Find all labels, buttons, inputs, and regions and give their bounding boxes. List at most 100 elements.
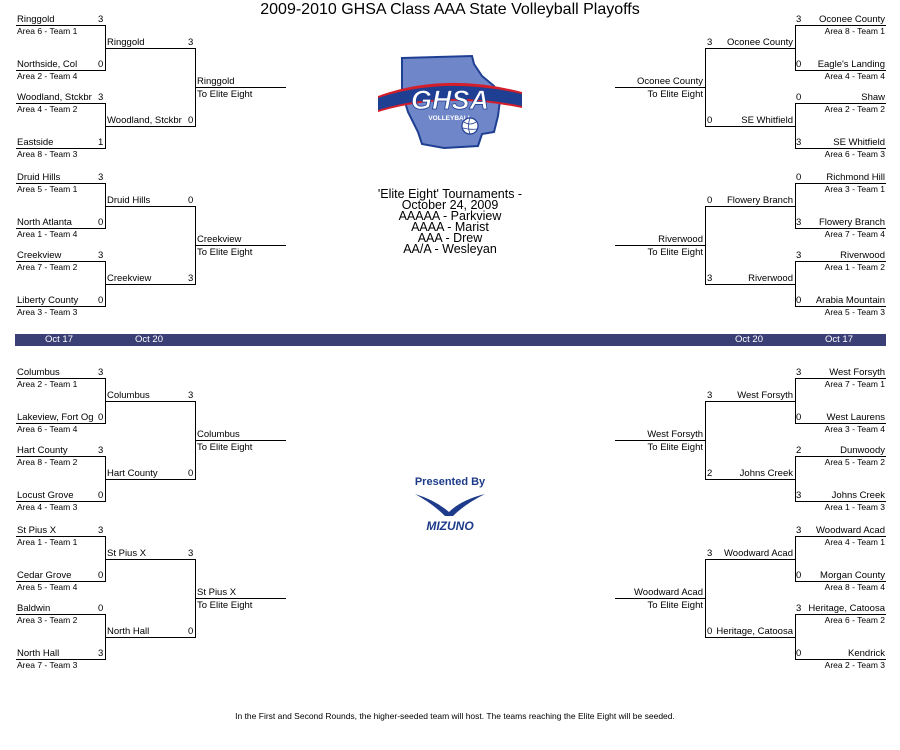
team-line — [795, 501, 886, 502]
area-seed: Area 6 - Team 1 — [17, 26, 78, 36]
to-elite-eight-label: To Elite Eight — [647, 441, 703, 453]
area-seed: Area 3 - Team 1 — [824, 184, 885, 194]
winner-line — [705, 125, 795, 127]
winner-line — [105, 558, 195, 560]
score: 3 — [796, 367, 802, 378]
team-line — [16, 183, 105, 184]
team-line — [795, 70, 886, 71]
bracket-connector — [795, 25, 796, 71]
info-line: AAAAA - Parkview — [398, 209, 502, 223]
winner-name: North Hall — [107, 625, 150, 637]
score: 3 — [98, 14, 104, 25]
team-line — [16, 261, 105, 262]
team-line — [16, 614, 105, 615]
final-line — [195, 439, 286, 441]
to-elite-eight-label: To Elite Eight — [197, 441, 253, 453]
bracket-connector — [795, 183, 796, 229]
winner-line — [705, 283, 795, 285]
team-line — [795, 25, 886, 26]
to-elite-eight-label: To Elite Eight — [647, 88, 703, 100]
info-line: AAA - Drew — [417, 231, 483, 245]
team-name: Columbus — [17, 367, 60, 378]
team-line — [795, 659, 886, 660]
team-name: Locust Grove — [17, 490, 74, 501]
team-name: Flowery Branch — [819, 217, 885, 228]
team-line — [795, 148, 886, 149]
winner-name: Woodward Acad — [723, 547, 793, 559]
winner-score: 0 — [188, 114, 194, 126]
team-line — [795, 183, 886, 184]
bracket-connector — [705, 400, 706, 480]
winner-name: Oconee County — [726, 36, 793, 48]
winner-score: 3 — [707, 36, 713, 48]
score: 3 — [98, 172, 104, 183]
score: 3 — [796, 490, 802, 501]
info-line: October 24, 2009 — [401, 198, 499, 212]
final-line — [615, 244, 705, 246]
elite-eight-qualifier: Woodward Acad — [633, 586, 703, 598]
area-seed: Area 7 - Team 4 — [824, 229, 885, 239]
area-seed: Area 3 - Team 3 — [17, 307, 78, 317]
left-round2-date: Oct 20 — [135, 334, 163, 345]
score: 0 — [98, 295, 104, 306]
team-name: West Laurens — [826, 412, 885, 423]
area-seed: Area 7 - Team 1 — [824, 379, 885, 389]
score: 3 — [98, 525, 104, 536]
team-line — [16, 228, 105, 229]
elite-eight-qualifier: Ringgold — [197, 75, 235, 87]
elite-eight-info: 'Elite Eight' Tournaments - October 24, … — [340, 188, 560, 256]
score: 3 — [98, 367, 104, 378]
elite-eight-qualifier: Creekview — [197, 233, 242, 245]
winner-score: 0 — [188, 625, 194, 637]
team-line — [795, 261, 886, 262]
team-name: North Atlanta — [17, 217, 72, 228]
area-seed: Area 4 - Team 4 — [824, 71, 885, 81]
area-seed: Area 1 - Team 2 — [824, 262, 885, 272]
score: 0 — [796, 92, 802, 103]
team-line — [16, 25, 105, 26]
team-name: Liberty County — [17, 295, 79, 306]
score: 0 — [98, 490, 104, 501]
winner-score: 0 — [707, 114, 713, 126]
team-line — [16, 306, 105, 307]
team-line — [16, 148, 105, 149]
info-line: AA/A - Wesleyan — [403, 242, 497, 256]
final-line — [195, 597, 286, 599]
team-line — [795, 306, 886, 307]
score: 0 — [98, 570, 104, 581]
team-name: Oconee County — [818, 14, 885, 25]
to-elite-eight-label: To Elite Eight — [647, 246, 703, 258]
team-name: West Forsyth — [829, 367, 885, 378]
score: 3 — [98, 648, 104, 659]
team-name: St Pius X — [17, 525, 57, 536]
team-line — [16, 423, 105, 424]
bracket-connector — [705, 205, 706, 285]
team-line — [16, 103, 105, 104]
score: 0 — [796, 172, 802, 183]
score: 3 — [98, 250, 104, 261]
area-seed: Area 4 - Team 3 — [17, 502, 78, 512]
score: 3 — [98, 445, 104, 456]
elite-eight-qualifier: St Pius X — [197, 586, 237, 598]
bracket-connector — [795, 103, 796, 149]
team-name: Eagle's Landing — [817, 59, 885, 70]
team-name: Woodward Acad — [815, 525, 885, 536]
score: 3 — [98, 92, 104, 103]
area-seed: Area 6 - Team 4 — [17, 424, 78, 434]
area-seed: Area 5 - Team 4 — [17, 582, 78, 592]
team-name: Arabia Mountain — [815, 295, 885, 306]
bracket-connector — [705, 558, 706, 638]
presented-by-label: Presented By — [414, 476, 486, 488]
score: 0 — [796, 295, 802, 306]
team-line — [16, 70, 105, 71]
area-seed: Area 2 - Team 4 — [17, 71, 78, 81]
logo-subtext: VOLLEYBALL — [428, 115, 471, 122]
score: 0 — [796, 59, 802, 70]
winner-name: Flowery Branch — [727, 194, 793, 206]
score: 0 — [796, 412, 802, 423]
team-name: Cedar Grove — [17, 570, 72, 581]
team-name: Hart County — [17, 445, 68, 456]
winner-line — [705, 47, 795, 49]
team-line — [795, 228, 886, 229]
winner-name: Hart County — [107, 467, 158, 479]
